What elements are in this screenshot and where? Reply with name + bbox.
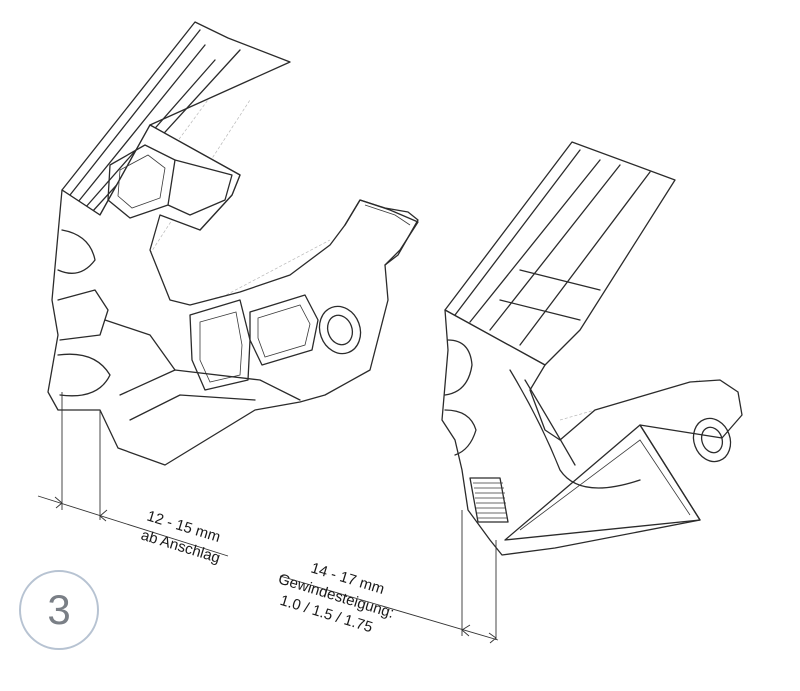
left-dimension-lines [37,392,229,557]
right-bracket-drawing [441,141,743,556]
right-dimension-lines [279,510,499,644]
step-number-badge: 3 [19,570,99,650]
step-number: 3 [47,586,71,633]
left-dimension-text: 12 - 15 mm ab Anschlag [139,508,222,567]
right-dimension-text: 14 - 17 mm Gewindesteigung: 1.0 / 1.5 / … [276,560,396,637]
left-bracket-drawing [47,21,419,466]
